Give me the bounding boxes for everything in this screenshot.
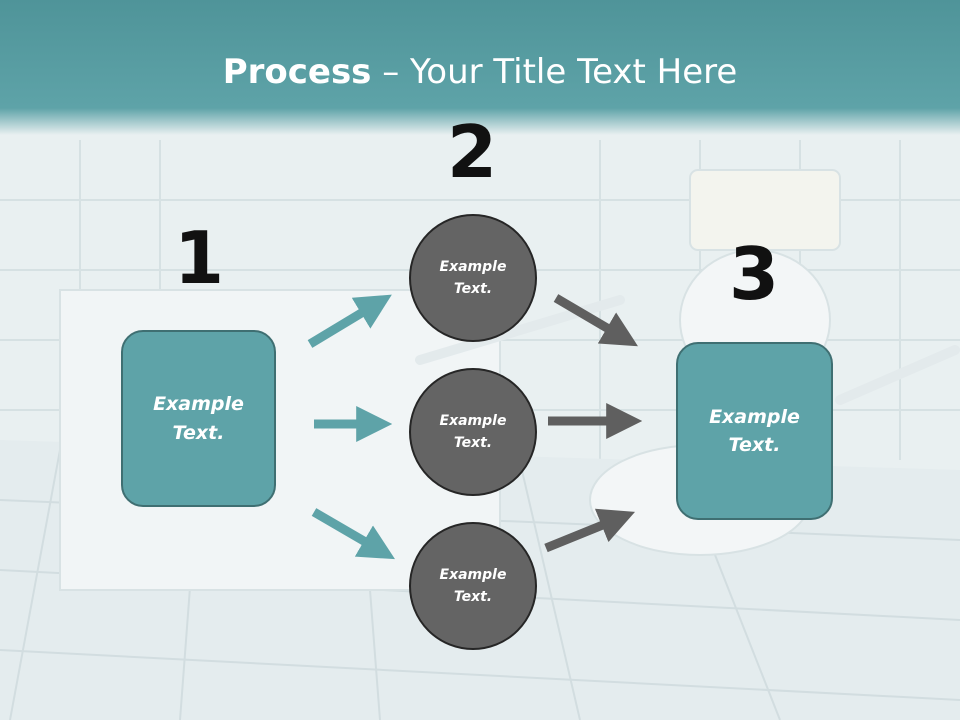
arrow-box-to-circle-bottom [311, 508, 396, 560]
title-banner [0, 0, 960, 135]
arrow-circle-bottom-to-box [544, 508, 636, 553]
arrow-circle-top-to-box [553, 294, 638, 347]
arrow-box-to-circle-top [307, 294, 392, 348]
title-bold: Process [222, 52, 372, 92]
circle-bottom-line2: Text. [453, 589, 493, 605]
step-1-line2: Text. [172, 421, 225, 444]
title-rest: – Your Title Text Here [371, 52, 738, 92]
circle-bottom-line1: Example [439, 566, 507, 583]
step-1-line1: Example [153, 393, 244, 415]
circle-middle-line1: Example [439, 412, 507, 429]
step-3-line1: Example [709, 405, 800, 428]
step-number-2: 2 [446, 110, 498, 194]
step-number-3: 3 [728, 232, 780, 316]
circle-middle-line2: Text. [453, 435, 493, 451]
circle-top-line2: Text. [453, 281, 493, 297]
step-3-line2: Text. [728, 434, 781, 456]
circle-top-line1: Example [439, 258, 507, 275]
step-number-1: 1 [173, 216, 225, 300]
slide-title: Process – Your Title Text Here [0, 52, 960, 92]
